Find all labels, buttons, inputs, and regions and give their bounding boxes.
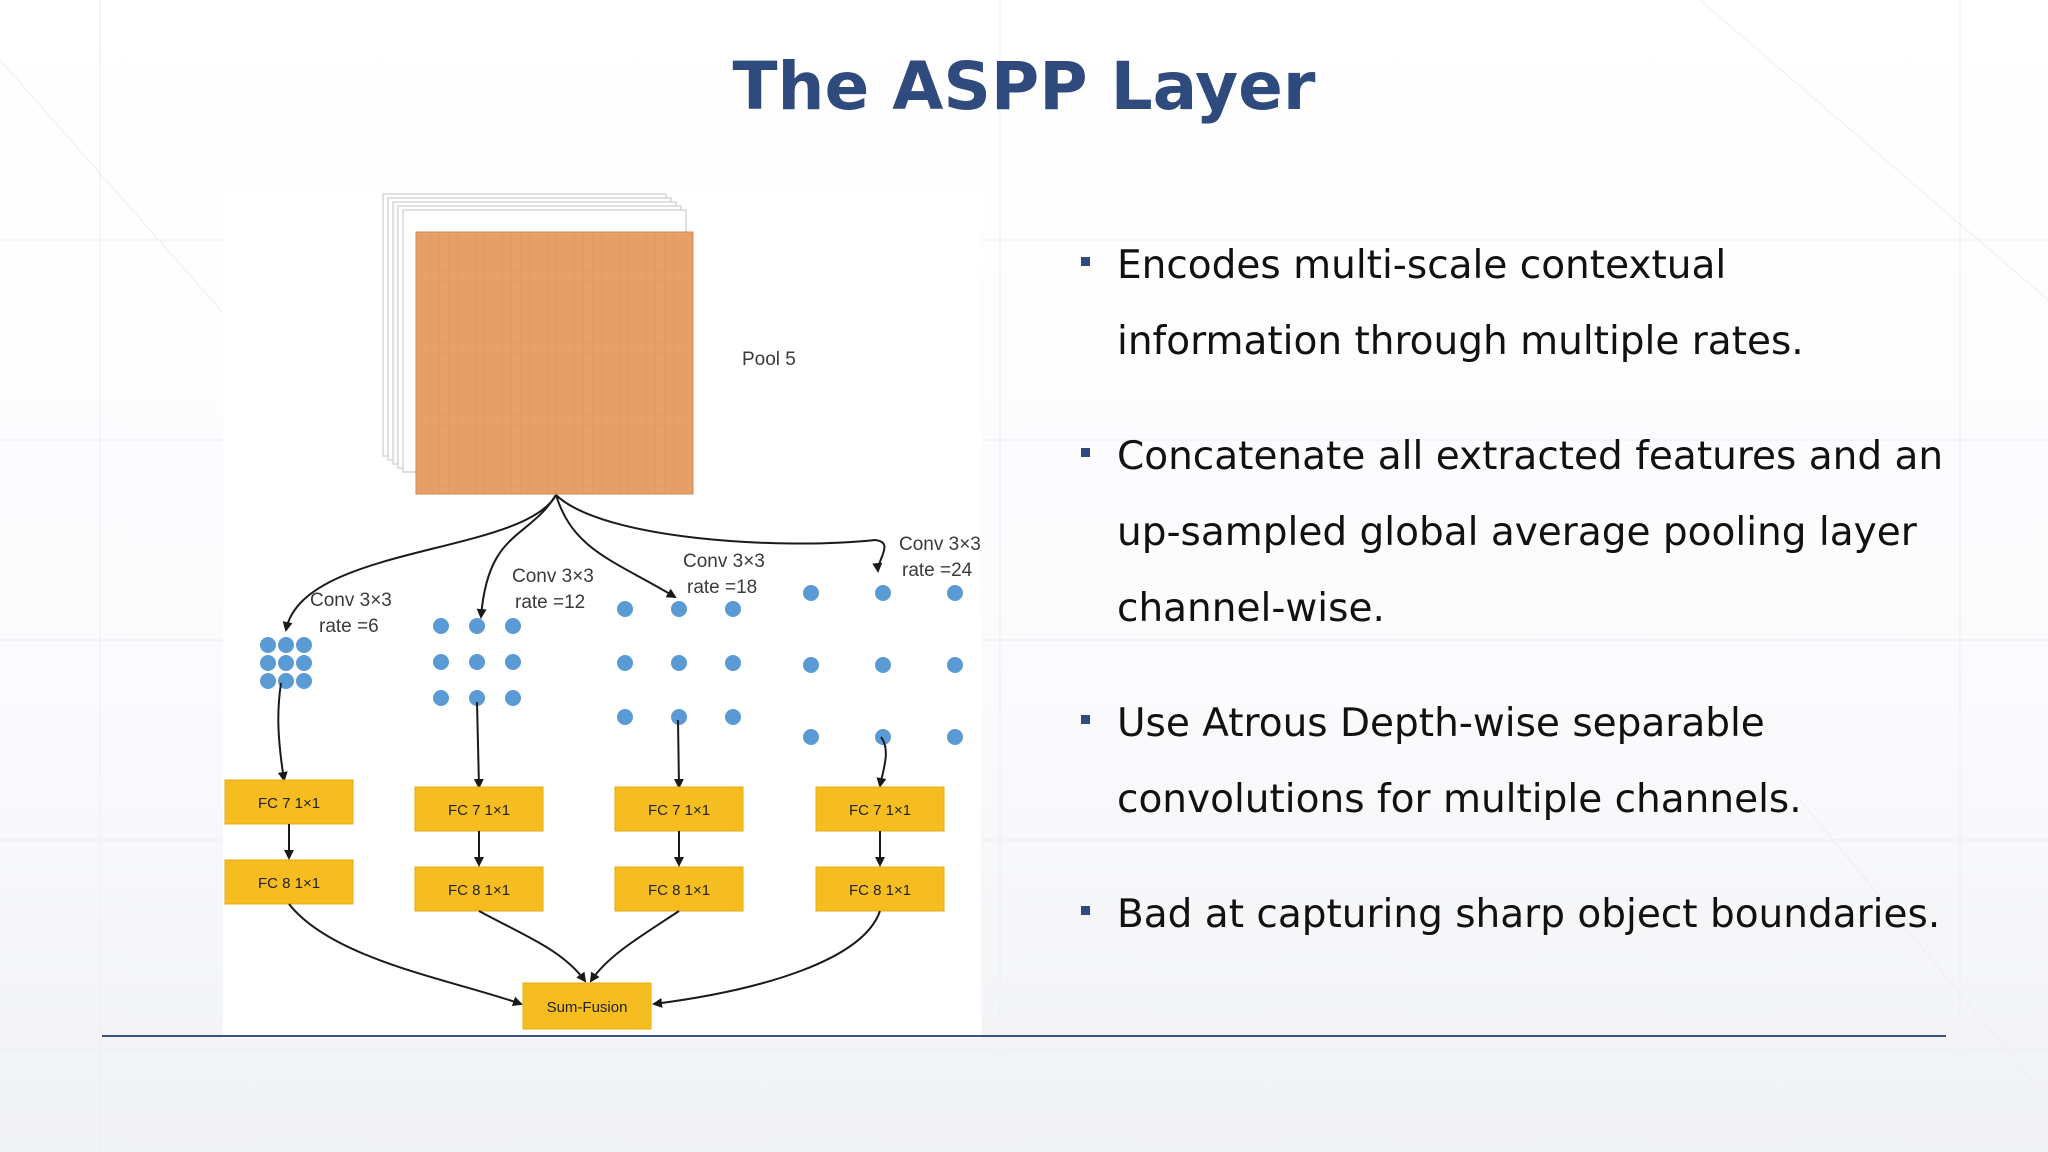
branch-4-kernel-dot — [947, 657, 963, 673]
branch-2-fc8-label: FC 8 1×1 — [448, 882, 510, 899]
branch-2-kernel-dot — [469, 654, 485, 670]
bullet-list: Encodes multi-scale contextual informati… — [1075, 228, 2005, 992]
branch-1-kernel-dot — [260, 655, 276, 671]
bullet-item-3: Use Atrous Depth-wise separable convolut… — [1075, 686, 2005, 838]
branch-1-kernel-dot — [296, 673, 312, 689]
bullet-item-4: Bad at capturing sharp object boundaries… — [1075, 877, 2005, 953]
branch-2-kernel-dot — [469, 618, 485, 634]
bullet-1-line-1: Encodes multi-scale contextual — [1117, 243, 1727, 288]
aspp-diagram-svg: Pool 5 Conv 3×3 rate =6 Conv 3×3 rate =1… — [224, 193, 981, 1030]
branch-3-kernel-dot — [617, 655, 633, 671]
branch-4-kernel-dot — [875, 585, 891, 601]
sum-fusion-label: Sum-Fusion — [547, 999, 628, 1016]
branch-1-kernel-dot — [296, 637, 312, 653]
arrow-to-branch-2 — [476, 494, 557, 619]
branch-3-fc7-box — [614, 786, 744, 832]
branch-3-kernel-dot — [617, 601, 633, 617]
branch-4-kernel-dot — [803, 585, 819, 601]
bullet-item-2: Concatenate all extracted features and a… — [1075, 419, 2005, 647]
branch-4-kernel-dot — [875, 657, 891, 673]
branch-3-conv-label: Conv 3×3 — [683, 551, 765, 572]
arrow-fc8-to-fusion-2 — [478, 910, 587, 983]
bullet-2-line-3: channel-wise. — [1117, 586, 1385, 631]
branch-2-conv-label: Conv 3×3 — [512, 566, 594, 587]
branch-1-rate-label: rate =6 — [319, 616, 379, 637]
slide-title: The ASPP Layer — [732, 48, 1316, 125]
branch-4-fc7-box — [815, 786, 945, 832]
branch-2-fc7-label: FC 7 1×1 — [448, 802, 510, 819]
branch-2-fc8-box — [414, 866, 544, 912]
branch-4-fc8-box — [815, 866, 945, 912]
aspp-diagram: Pool 5 Conv 3×3 rate =6 Conv 3×3 rate =1… — [223, 190, 981, 1038]
branch-2-kernel-dot — [505, 654, 521, 670]
branch-1-fc8-label: FC 8 1×1 — [258, 875, 320, 892]
arrow-to-branch-1 — [282, 494, 557, 632]
branch-4-kernel-dot — [875, 729, 891, 745]
arrow-fc8-to-fusion-1 — [288, 903, 523, 1007]
arrow-dots-to-fc7-3 — [673, 719, 684, 789]
bullet-3-line-2: convolutions for multiple channels. — [1117, 777, 1802, 822]
branch-3-kernel-dot — [671, 709, 687, 725]
branch-4-fc8-label: FC 8 1×1 — [849, 882, 911, 899]
branch-2-kernel-dot — [433, 690, 449, 706]
bullet-3-line-1: Use Atrous Depth-wise separable — [1117, 701, 1765, 746]
footer-divider — [102, 1035, 1946, 1037]
branch-3-boxes: FC 7 1×1 FC 8 1×1 — [614, 786, 744, 912]
arrow-to-branch-3 — [555, 494, 677, 599]
arrow-dots-to-fc7-1 — [277, 682, 288, 782]
branch-4-kernel-dot — [803, 657, 819, 673]
branch-1-kernel-dot — [296, 655, 312, 671]
bullet-1-line-2: information through multiple rates. — [1117, 319, 1804, 364]
branch-3-fc7-label: FC 7 1×1 — [648, 802, 710, 819]
branch-1-fc8-box — [224, 859, 354, 905]
branch-4-kernel-dot — [803, 729, 819, 745]
branch-3-kernel-dot — [725, 601, 741, 617]
branch-3-kernel-dot — [725, 655, 741, 671]
pool5-label: Pool 5 — [742, 349, 796, 370]
branch-2-kernel-dot — [433, 618, 449, 634]
bullet-2-line-2: up-sampled global average pooling layer — [1117, 510, 1917, 555]
bullet-marker — [1081, 257, 1090, 266]
branch-2-kernel-dot — [505, 690, 521, 706]
branch-1-kernel-dot — [278, 655, 294, 671]
bullet-marker — [1081, 715, 1090, 724]
bullet-marker — [1081, 906, 1090, 915]
branch-1-kernel-dot — [260, 673, 276, 689]
branch-4-kernel-dot — [947, 729, 963, 745]
branch-3-rate-label: rate =18 — [687, 577, 757, 598]
branch-3-kernel-dot — [671, 655, 687, 671]
pool5-feature-map — [382, 193, 694, 495]
arrow-fc8-to-fusion-3 — [589, 910, 680, 983]
branch-2-kernel-dot — [433, 654, 449, 670]
branch-2-boxes: FC 7 1×1 FC 8 1×1 — [414, 786, 544, 912]
arrow-fc8-to-fusion-4 — [652, 910, 881, 1008]
branch-1-fc7-label: FC 7 1×1 — [258, 795, 320, 812]
arrow-to-branch-4 — [555, 494, 886, 573]
arrow-dots-to-fc7-2 — [473, 701, 484, 789]
branch-2-rate-label: rate =12 — [515, 592, 585, 613]
branch-3-kernel-dot — [725, 709, 741, 725]
branch-3-kernel-dot — [617, 709, 633, 725]
bullet-2-line-1: Concatenate all extracted features and a… — [1117, 434, 1944, 479]
branch-4-boxes: FC 7 1×1 FC 8 1×1 — [815, 786, 945, 912]
bullet-4-line-1: Bad at capturing sharp object boundaries… — [1117, 892, 1941, 937]
branch-4-conv-label: Conv 3×3 — [899, 534, 981, 555]
branch-4-fc7-label: FC 7 1×1 — [849, 802, 911, 819]
branch-1-kernel-dot — [278, 637, 294, 653]
bullet-marker — [1081, 448, 1090, 457]
branch-1-kernel-dot — [278, 673, 294, 689]
branch-4-rate-label: rate =24 — [902, 560, 973, 581]
arrow-dots-to-fc7-4 — [876, 736, 887, 788]
branch-4-kernel-dot — [947, 585, 963, 601]
branch-3-fc8-label: FC 8 1×1 — [648, 882, 710, 899]
branch-1-conv-label: Conv 3×3 — [310, 590, 392, 611]
branch-2-kernel-dot — [505, 618, 521, 634]
branch-3-kernel-dot — [671, 601, 687, 617]
branch-1-kernel-dot — [260, 637, 276, 653]
sum-fusion-box — [522, 982, 652, 1030]
branch-2-kernel-dot — [469, 690, 485, 706]
bullet-item-1: Encodes multi-scale contextual informati… — [1075, 228, 2005, 380]
branch-2-fc7-box — [414, 786, 544, 832]
